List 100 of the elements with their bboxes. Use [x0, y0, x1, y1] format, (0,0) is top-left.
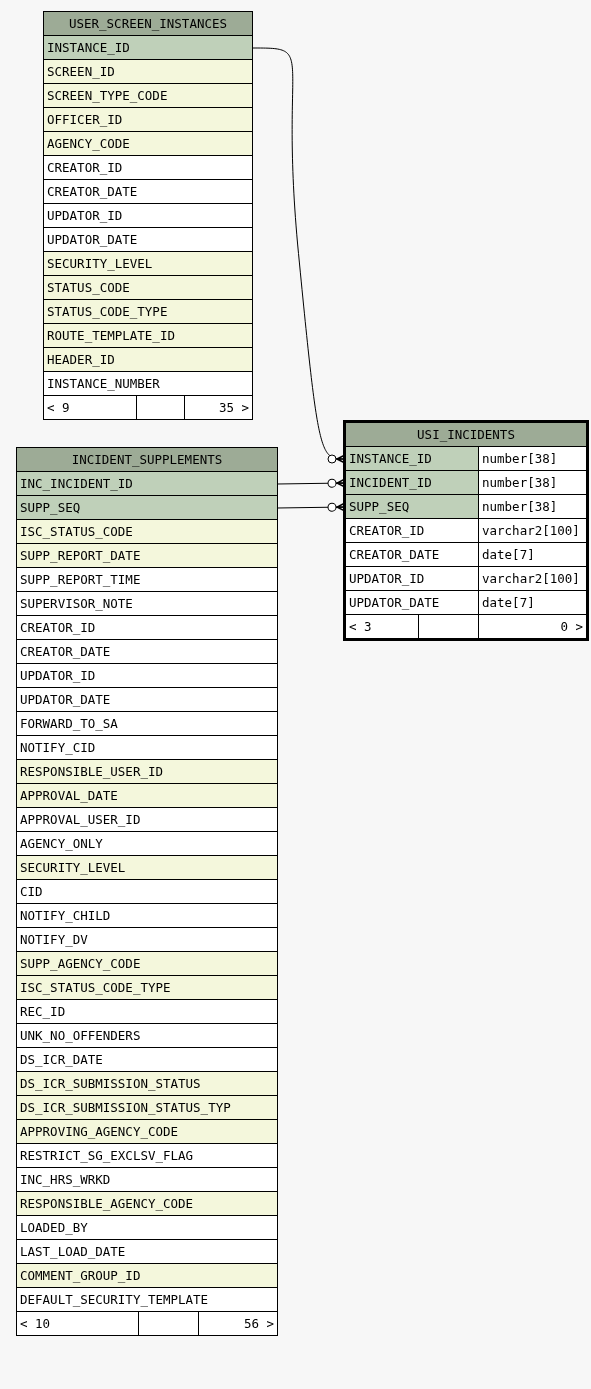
column-name: APPROVING_AGENCY_CODE	[19, 1123, 180, 1141]
primary-key-row	[17, 496, 277, 520]
table-row	[17, 952, 277, 976]
table-row	[44, 300, 252, 324]
table-row	[17, 544, 277, 568]
column-name: CREATOR_ID	[19, 619, 97, 637]
column-name: UPDATOR_DATE	[46, 231, 139, 249]
column-name: SCREEN_TYPE_CODE	[46, 87, 169, 105]
column-name: ISC_STATUS_CODE_TYPE	[19, 979, 172, 997]
column-name: NOTIFY_DV	[19, 931, 89, 949]
column-name: CREATOR_DATE	[46, 183, 139, 201]
column-name: AGENCY_ONLY	[19, 835, 104, 853]
column-name: APPROVAL_USER_ID	[19, 811, 142, 829]
column-name: INSTANCE_NUMBER	[46, 375, 161, 393]
table-footer-row	[346, 615, 586, 638]
column-name: UPDATOR_DATE	[19, 691, 112, 709]
table-row	[17, 784, 277, 808]
column-name: CID	[19, 883, 44, 901]
column-name: HEADER_ID	[46, 351, 116, 369]
column-name: RESPONSIBLE_USER_ID	[19, 763, 164, 781]
column-name: SUPERVISOR_NOTE	[19, 595, 134, 613]
column-name: ROUTE_TEMPLATE_ID	[46, 327, 176, 345]
column-name: RESPONSIBLE_AGENCY_CODE	[19, 1195, 195, 1213]
table-row	[17, 856, 277, 880]
table-row	[17, 976, 277, 1000]
column-name: CREATOR_DATE	[348, 546, 441, 564]
column-name: INC_HRS_WRKD	[19, 1171, 112, 1189]
column-name: REC_ID	[19, 1003, 67, 1021]
column-name: LAST_LOAD_DATE	[19, 1243, 127, 1261]
column-name: AGENCY_CODE	[46, 135, 131, 153]
table-row	[346, 519, 586, 543]
column-name: SUPP_AGENCY_CODE	[19, 955, 142, 973]
column-name: INSTANCE_ID	[46, 39, 131, 57]
table-row	[17, 1264, 277, 1288]
column-name: UPDATOR_ID	[46, 207, 124, 225]
parent-count: 35 >	[184, 396, 252, 419]
table-box	[343, 420, 589, 641]
column-name: SUPP_REPORT_DATE	[19, 547, 142, 565]
table-footer-row	[17, 1312, 277, 1335]
table-box	[43, 11, 253, 420]
table-row	[17, 1072, 277, 1096]
table-row	[346, 591, 586, 615]
table-row	[44, 252, 252, 276]
column-name: CREATOR_DATE	[19, 643, 112, 661]
column-name: SCREEN_ID	[46, 63, 116, 81]
column-name: INC_INCIDENT_ID	[19, 475, 134, 493]
column-name: SECURITY_LEVEL	[19, 859, 127, 877]
table-box	[16, 447, 278, 1336]
column-name: FORWARD_TO_SA	[19, 715, 119, 733]
child-count: < 10	[19, 1315, 52, 1333]
column-name: NOTIFY_CID	[19, 739, 97, 757]
column-name: UPDATOR_DATE	[348, 594, 441, 612]
column-type: number[38]	[478, 447, 586, 470]
primary-key-row	[346, 495, 586, 519]
column-name: SECURITY_LEVEL	[46, 255, 154, 273]
primary-key-row	[17, 472, 277, 496]
column-name: UPDATOR_ID	[19, 667, 97, 685]
column-name: DEFAULT_SECURITY_TEMPLATE	[19, 1291, 210, 1309]
table-title: INCIDENT_SUPPLEMENTS	[17, 448, 277, 472]
column-name: LOADED_BY	[19, 1219, 89, 1237]
column-name: SUPP_SEQ	[19, 499, 82, 517]
table-row	[346, 567, 586, 591]
child-count: < 9	[46, 399, 71, 417]
column-name: SUPP_SEQ	[348, 498, 411, 516]
table-row	[44, 324, 252, 348]
column-name: DS_ICR_DATE	[19, 1051, 104, 1069]
column-name: NOTIFY_CHILD	[19, 907, 112, 925]
primary-key-row	[44, 36, 252, 60]
column-name: RESTRICT_SG_EXCLSV_FLAG	[19, 1147, 195, 1165]
parent-count: 56 >	[198, 1312, 277, 1335]
column-name: SUPP_REPORT_TIME	[19, 571, 142, 589]
column-type: number[38]	[478, 471, 586, 494]
column-name: STATUS_CODE	[46, 279, 131, 297]
column-name: CREATOR_ID	[46, 159, 124, 177]
table-row	[44, 108, 252, 132]
table-row	[44, 276, 252, 300]
table-row	[346, 543, 586, 567]
table-row	[44, 132, 252, 156]
table-row	[17, 520, 277, 544]
table-row	[17, 1192, 277, 1216]
table-row	[17, 1096, 277, 1120]
column-name: OFFICER_ID	[46, 111, 124, 129]
table-title: USI_INCIDENTS	[346, 423, 586, 447]
column-name: UPDATOR_ID	[348, 570, 426, 588]
column-name: CREATOR_ID	[348, 522, 426, 540]
column-name: INSTANCE_ID	[348, 450, 433, 468]
column-name: APPROVAL_DATE	[19, 787, 119, 805]
table-row	[44, 60, 252, 84]
column-type: number[38]	[478, 495, 586, 518]
column-name: UNK_NO_OFFENDERS	[19, 1027, 142, 1045]
column-name: INCIDENT_ID	[348, 474, 433, 492]
column-name: STATUS_CODE_TYPE	[46, 303, 169, 321]
table-row	[17, 1120, 277, 1144]
table-row	[17, 760, 277, 784]
child-count: < 3	[348, 618, 373, 636]
parent-count: 0 >	[478, 615, 586, 638]
table-footer-row	[44, 396, 252, 419]
table-row	[44, 84, 252, 108]
table-row	[44, 348, 252, 372]
column-name: COMMENT_GROUP_ID	[19, 1267, 142, 1285]
